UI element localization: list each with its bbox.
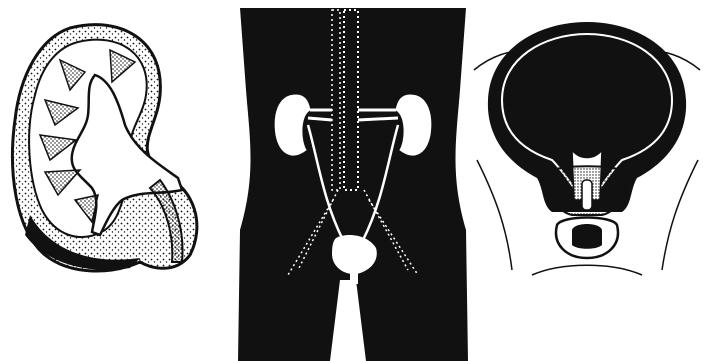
bladder-illustration [472,0,703,300]
kidney-cross-section [0,0,215,300]
vena-cava [332,10,340,190]
urinary-system-torso [228,0,478,361]
ureteral-orifice-right [615,120,639,130]
bladder-cross-section [472,0,703,300]
ureteral-orifice-left [535,120,559,130]
prostatic-urethra [582,180,592,210]
urethra [350,270,358,284]
aorta [344,10,358,190]
torso-illustration [228,0,478,361]
kidney-illustration [0,0,215,300]
urethra-lower [572,224,602,249]
